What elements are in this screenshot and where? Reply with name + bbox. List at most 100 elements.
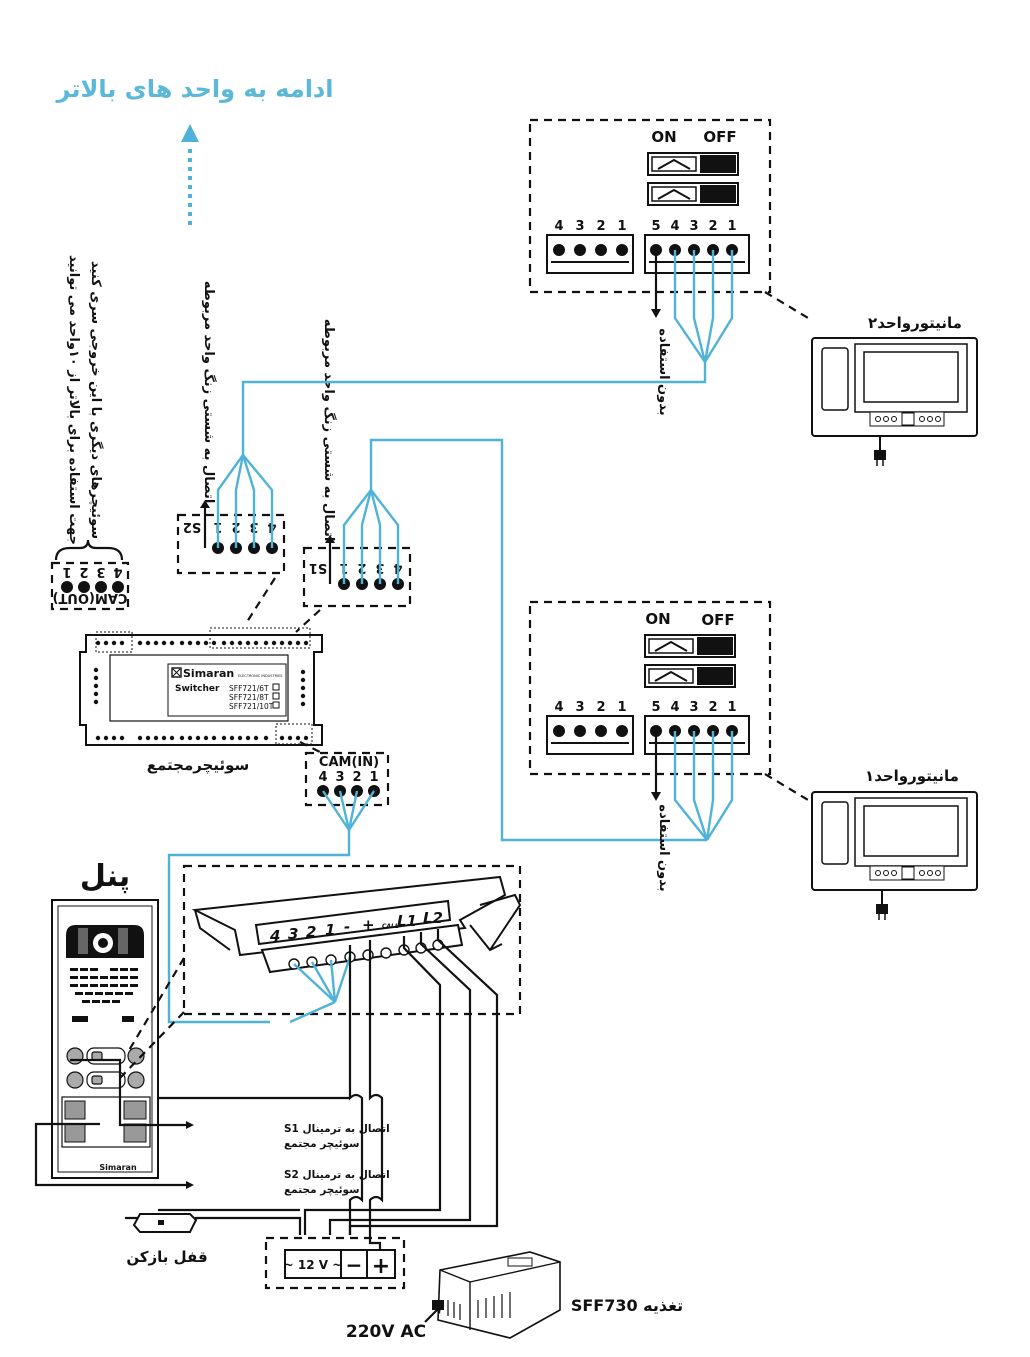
- speaker-grill-icon: [70, 968, 138, 1003]
- svg-text:4: 4: [318, 770, 327, 785]
- svg-text:4: 4: [113, 564, 122, 579]
- monitor1-device: [811, 791, 978, 920]
- bus-to-monitor2: [241, 362, 707, 455]
- cam-in-block: [304, 751, 390, 807]
- panel-cam-to-bus: [289, 1000, 336, 1024]
- switcher-logo-icon: [171, 667, 182, 678]
- panel-device: Simaran: [51, 899, 159, 1179]
- monitor1-unused-label: بدون استفاده: [656, 804, 671, 891]
- svg-text:4: 4: [670, 219, 679, 234]
- switcher-subtitle: ELECTRONIC INDUSTRIES: [238, 674, 283, 678]
- svg-text:اتصال به ترمینال S2: اتصال به ترمینال S2: [284, 1169, 390, 1181]
- svg-text:2: 2: [306, 923, 316, 941]
- s1-connection-note: اتصال به شستی زنگ واحد مربوطه: [321, 319, 337, 542]
- panel-s2-arrow-icon: [186, 1181, 194, 1189]
- switcher-unit: Simaran ELECTRONIC INDUSTRIES Switcher S…: [79, 627, 323, 746]
- monitor1-right-numbers: 5 4 3 2 1: [651, 700, 736, 715]
- lock-icon: [158, 1220, 164, 1225]
- continue-up-arrow-icon: [181, 124, 199, 142]
- s2-arrow-icon: [200, 500, 210, 508]
- svg-text:3: 3: [575, 700, 584, 715]
- cam-in-leader: [299, 741, 321, 753]
- svg-text:1: 1: [617, 700, 626, 715]
- svg-text:2: 2: [596, 700, 605, 715]
- svg-text:+: +: [362, 916, 375, 934]
- s1-block: [302, 546, 412, 608]
- dc-plus-label: +: [372, 1254, 390, 1279]
- switcher-model-3: SFF721/10T: [229, 702, 274, 711]
- switcher-top-terminals: [95, 640, 309, 646]
- power-wires: [303, 929, 499, 1250]
- svg-text:2: 2: [352, 770, 361, 785]
- switcher-brand: Simaran: [183, 667, 234, 680]
- svg-text:2: 2: [708, 700, 717, 715]
- svg-text:2: 2: [596, 219, 605, 234]
- monitor2-fan-wires: [673, 250, 734, 363]
- monitor2-left-numbers: 4 3 2 1: [554, 219, 626, 234]
- power-terminal-box: [264, 1236, 406, 1290]
- s2-terminal-dots: [212, 542, 278, 554]
- monitor1-off-label: OFF: [701, 611, 734, 629]
- svg-text:S2: S2: [183, 519, 201, 534]
- cam-out-brace: [54, 539, 124, 561]
- monitor1-fan-wires: [673, 731, 734, 841]
- monitor1-label: مانیتورواحد۱: [865, 767, 959, 785]
- svg-text:3: 3: [575, 219, 584, 234]
- svg-text:4: 4: [269, 927, 280, 945]
- svg-text:3: 3: [689, 700, 698, 715]
- ac12-label: ~ 12 V ~: [284, 1258, 343, 1272]
- monitor2-label: مانیتورواحد۲: [868, 314, 962, 332]
- svg-text:سوئیچرهای دیگری با این خروجی س: سوئیچرهای دیگری با این خروجی سری کنید: [88, 261, 104, 539]
- svg-text:3: 3: [335, 770, 344, 785]
- panel-cam-fan-wires: [293, 956, 352, 1003]
- svg-text:سوئیچر مجتمع: سوئیچر مجتمع: [284, 1138, 359, 1150]
- svg-text:4: 4: [554, 219, 563, 234]
- cam-in-fan-wires: [322, 790, 376, 831]
- svg-text:3: 3: [288, 925, 298, 943]
- cam-out-block: [50, 561, 130, 611]
- panel-detail-leader-1: [127, 957, 185, 1053]
- cam-in-to-panel-wire: [167, 830, 351, 1024]
- monitor2-leader: [764, 291, 809, 319]
- panel-s2-note: اتصال به ترمینال S2 سوئیچر مجتمع: [284, 1169, 390, 1196]
- switcher-model-1: SFF721/6T: [229, 684, 269, 693]
- s2-block: [176, 513, 286, 575]
- panel-detail-leader-2: [119, 1011, 185, 1079]
- monitor1-on-label: ON: [645, 610, 670, 628]
- dc-minus-label: −: [346, 1253, 363, 1277]
- s1-block-numbers: 4 3 2 1 S1: [309, 560, 403, 575]
- mains-label: 220V AC: [346, 1322, 426, 1342]
- monitor2-unused-arrow-icon: [651, 309, 661, 318]
- panel-s1-note: اتصال به ترمینال S1 سوئیچر مجتمع: [284, 1123, 390, 1150]
- svg-text:1: 1: [369, 770, 378, 785]
- monitor1-unused-arrow-icon: [651, 792, 661, 801]
- panel-label: پنل: [80, 859, 130, 894]
- monitor1-terminal-box: ON OFF 4 3 2 1 5 4 3 2 1: [528, 600, 772, 776]
- switcher-model-2: SFF721/8T: [229, 693, 269, 702]
- s1-arrow-icon: [325, 535, 335, 543]
- switcher-bottom-terminals: [95, 735, 309, 741]
- cam-in-label: CAM(IN): [319, 755, 379, 770]
- cam-out-numbers: 4 3 2 1: [62, 564, 122, 579]
- bus-to-monitor1: [369, 438, 707, 842]
- s1-leader: [295, 609, 321, 633]
- cam-out-label: CAM(OUT): [53, 590, 128, 605]
- supply-label: تغذیه SFF730: [571, 1296, 683, 1315]
- panel-s1-wire: [70, 1058, 190, 1127]
- panel-brand: Simaran: [99, 1163, 137, 1172]
- svg-text:1: 1: [62, 564, 71, 579]
- panel-to-power-wires: [158, 1096, 350, 1212]
- svg-text:L1: L1: [397, 912, 417, 930]
- s2-fan-wires: [216, 454, 274, 548]
- lock-label: قفل بازکن: [126, 1248, 207, 1266]
- svg-text:3: 3: [689, 219, 698, 234]
- svg-text:1: 1: [727, 219, 736, 234]
- svg-text:سوئیچر مجتمع: سوئیچر مجتمع: [284, 1184, 359, 1196]
- monitor1-leader: [764, 773, 809, 801]
- page-title: ادامه به واحد های بالاتر: [56, 75, 334, 103]
- switcher-label: سوئیچرمجتمع: [147, 756, 250, 775]
- svg-text:CALL: CALL: [382, 923, 399, 930]
- svg-text:-: -: [344, 918, 350, 936]
- monitor2-terminal-box: ON OFF 4 3 2 1 5 4 3 2 1: [528, 118, 772, 294]
